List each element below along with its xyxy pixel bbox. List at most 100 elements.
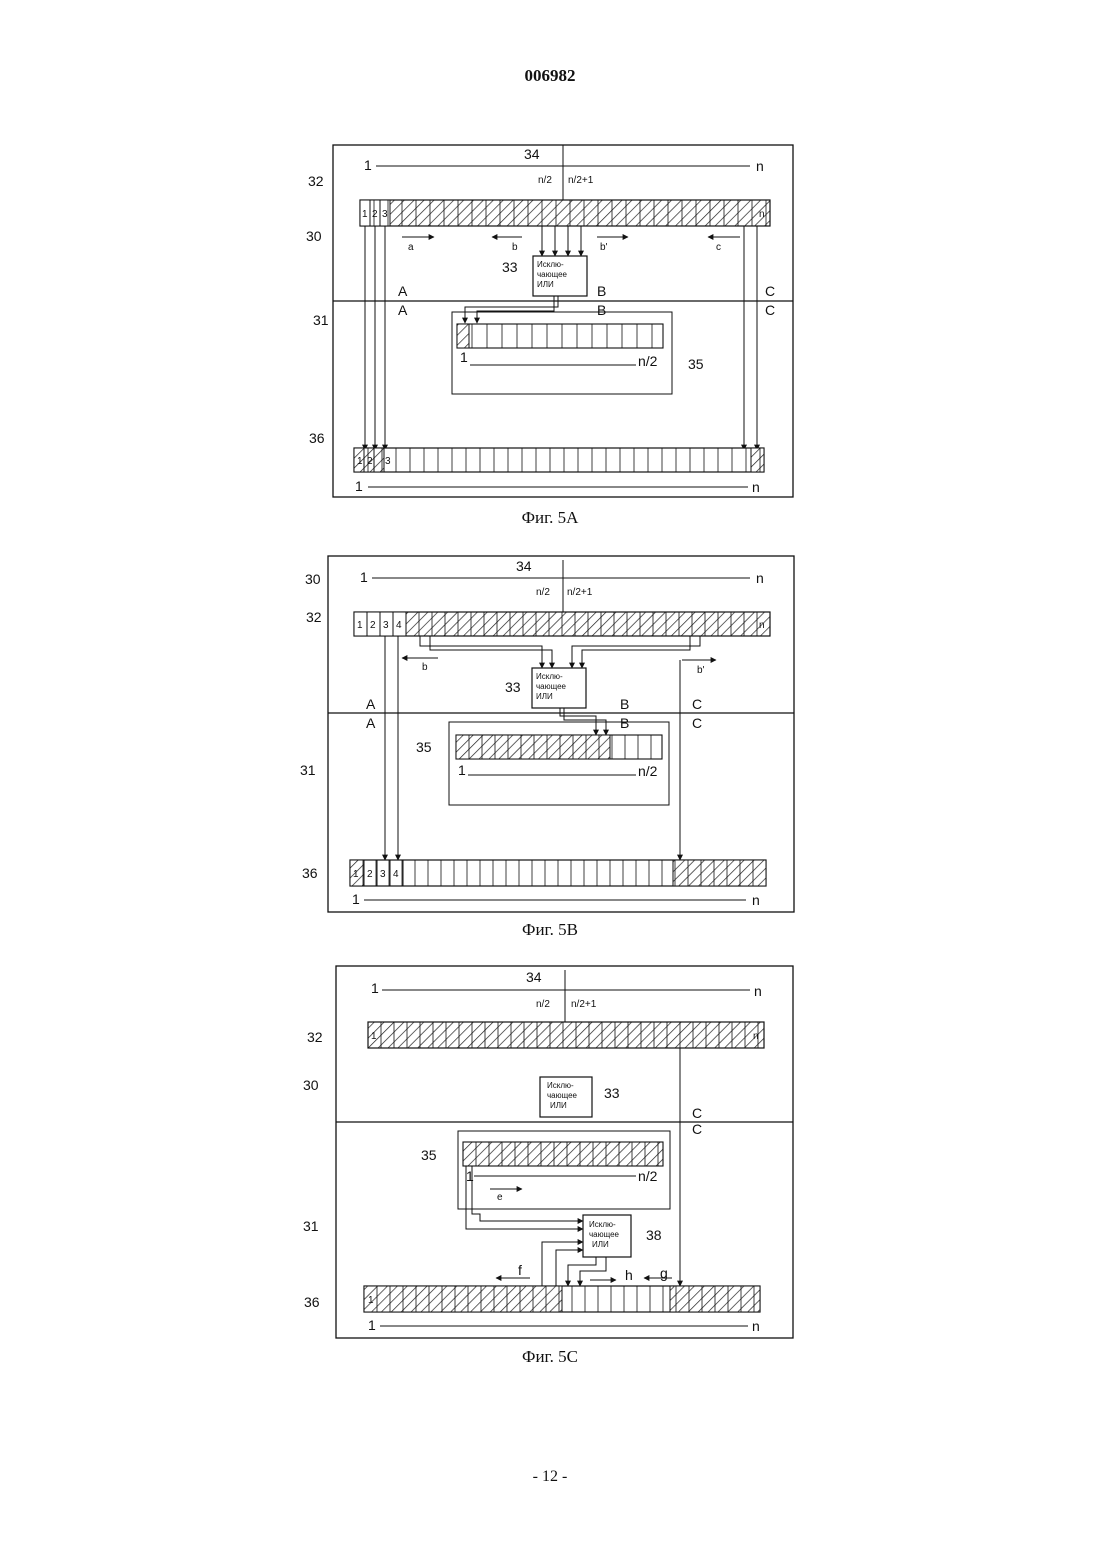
fig5b-label-n2: n/2 xyxy=(536,587,550,598)
fig5c-label-34: 34 xyxy=(526,969,542,985)
fig5a-label-32: 32 xyxy=(308,173,324,189)
fig5c-xor38-l1: Исклю- xyxy=(589,1220,616,1229)
fig5b-arrow-b: b xyxy=(422,662,428,673)
fig5a-reg35-start: 1 xyxy=(460,349,468,365)
fig5a-r36-cell-3: 3 xyxy=(385,456,391,467)
fig5c-label-C-bottom: C xyxy=(692,1121,702,1137)
figure-5b-caption: Фиг. 5B xyxy=(0,920,1100,940)
fig5a-cell-2: 2 xyxy=(372,209,378,220)
fig5b-xor-l2: чающее xyxy=(536,682,567,691)
fig5c-label-30: 30 xyxy=(303,1077,319,1093)
fig5a-reg35-end: n/2 xyxy=(638,353,658,369)
fig5b-label-C-bottom: C xyxy=(692,715,702,731)
fig5c-label-32: 32 xyxy=(307,1029,323,1045)
page-number: - 12 - xyxy=(0,1468,1100,1486)
fig5b-label-A-bottom: A xyxy=(366,715,376,731)
fig5c-label-n2: n/2 xyxy=(536,999,550,1010)
fig5a-arrow-c: c xyxy=(716,242,721,253)
fig5a-ruler-start: 1 xyxy=(364,157,372,173)
fig5a-ruler-end: n xyxy=(756,158,764,174)
fig5b-bottom-start: 1 xyxy=(352,891,360,907)
fig5c-r36-cell-1: 1 xyxy=(368,1295,374,1306)
fig5a-label-35: 35 xyxy=(688,356,704,372)
fig5c-ruler-end: n xyxy=(754,983,762,999)
fig5c-label-36: 36 xyxy=(304,1294,320,1310)
fig5b-arrow-bp: b' xyxy=(697,665,705,676)
fig5b-label-C-top: C xyxy=(692,696,702,712)
fig5c-arrow-g: g xyxy=(660,1265,668,1281)
figure-5b: 1 n 34 n/2 n/2+1 30 1 2 3 4 n 32 b b' Ис… xyxy=(300,556,794,912)
fig5c-xor33-l1: Исклю- xyxy=(547,1081,574,1090)
figure-5c-caption: Фиг. 5C xyxy=(0,1347,1100,1367)
fig5a-label-n2: n/2 xyxy=(538,175,552,186)
fig5a-arrow-bp: b' xyxy=(600,242,608,253)
fig5c-label-n2p1: n/2+1 xyxy=(571,999,597,1010)
fig5b-xor-l1: Исклю- xyxy=(536,672,563,681)
fig5a-label-A-bottom: A xyxy=(398,302,408,318)
figure-5a-caption: Фиг. 5A xyxy=(0,508,1100,528)
fig5c-xor38-l2: чающее xyxy=(589,1230,620,1239)
fig5b-label-33: 33 xyxy=(505,679,521,695)
fig5c-reg35-start: 1 xyxy=(466,1168,474,1184)
fig5b-ruler-start: 1 xyxy=(360,569,368,585)
fig5b-cell-2: 2 xyxy=(370,620,376,631)
fig5c-cell-1: 1 xyxy=(371,1031,377,1042)
fig5b-r36-cell-2: 2 xyxy=(367,869,373,880)
figure-5c: 1 n 34 n/2 n/2+1 1 n 32 Исклю- чающее ИЛ… xyxy=(303,966,793,1338)
fig5a-label-36: 36 xyxy=(309,430,325,446)
fig5a-label-34: 34 xyxy=(524,146,540,162)
fig5a-cell-1: 1 xyxy=(362,209,368,220)
fig5b-r36-cell-1: 1 xyxy=(353,869,359,880)
figure-5a: 1 n 34 n/2 n/2+1 1 2 3 n 32 30 a b b' c … xyxy=(306,145,793,497)
fig5b-label-30: 30 xyxy=(305,571,321,587)
fig5b-r36-cell-3: 3 xyxy=(380,869,386,880)
fig5a-bottom-end: n xyxy=(752,479,760,495)
fig5a-xor-l1: Исклю- xyxy=(537,260,564,269)
fig5b-label-B-bottom: B xyxy=(620,715,629,731)
fig5a-label-n2p1: n/2+1 xyxy=(568,175,594,186)
fig5b-reg35-start: 1 xyxy=(458,762,466,778)
fig5a-label-30: 30 xyxy=(306,228,322,244)
fig5b-label-34: 34 xyxy=(516,558,532,574)
fig5b-label-31: 31 xyxy=(300,762,316,778)
fig5a-xor-l2: чающее xyxy=(537,270,568,279)
fig5b-label-35: 35 xyxy=(416,739,432,755)
fig5b-cell-3: 3 xyxy=(383,620,389,631)
fig5b-label-n2p1: n/2+1 xyxy=(567,587,593,598)
fig5c-xor38-l3: ИЛИ xyxy=(592,1240,609,1249)
fig5c-arrow-f: f xyxy=(518,1262,522,1278)
fig5c-arrow-h: h xyxy=(625,1267,633,1283)
fig5c-bottom-start: 1 xyxy=(368,1317,376,1333)
fig5a-label-31: 31 xyxy=(313,312,329,328)
fig5a-cell-n: n xyxy=(759,209,765,220)
fig5c-label-38: 38 xyxy=(646,1227,662,1243)
fig5a-xor-l3: ИЛИ xyxy=(537,280,554,289)
fig5a-label-33: 33 xyxy=(502,259,518,275)
fig5b-cell-n: n xyxy=(759,620,765,631)
fig5c-label-33: 33 xyxy=(604,1085,620,1101)
fig5c-label-C-top: C xyxy=(692,1105,702,1121)
fig5c-reg35-end: n/2 xyxy=(638,1168,658,1184)
fig5b-label-32: 32 xyxy=(306,609,322,625)
fig5b-r36-cell-4: 4 xyxy=(393,869,399,880)
fig5a-bottom-start: 1 xyxy=(355,478,363,494)
fig5b-bottom-end: n xyxy=(752,892,760,908)
fig5c-xor33-l3: ИЛИ xyxy=(550,1101,567,1110)
fig5c-label-31: 31 xyxy=(303,1218,319,1234)
fig5b-cell-1: 1 xyxy=(357,620,363,631)
fig5a-arrow-a: a xyxy=(408,242,414,253)
fig5c-label-35: 35 xyxy=(421,1147,437,1163)
fig5c-arrow-e: e xyxy=(497,1192,503,1203)
fig5a-label-B-bottom: B xyxy=(597,302,606,318)
fig5b-reg35-end: n/2 xyxy=(638,763,658,779)
fig5b-cell-4: 4 xyxy=(396,620,402,631)
fig5a-arrow-b: b xyxy=(512,242,518,253)
fig5c-xor33-l2: чающее xyxy=(547,1091,578,1100)
fig5c-bottom-end: n xyxy=(752,1318,760,1334)
fig5a-r36-cell-1: 1 xyxy=(357,456,363,467)
fig5a-label-C-bottom: C xyxy=(765,302,775,318)
fig5a-label-C-top: C xyxy=(765,283,775,299)
fig5a-cell-3: 3 xyxy=(382,209,388,220)
fig5c-ruler-start: 1 xyxy=(371,980,379,996)
